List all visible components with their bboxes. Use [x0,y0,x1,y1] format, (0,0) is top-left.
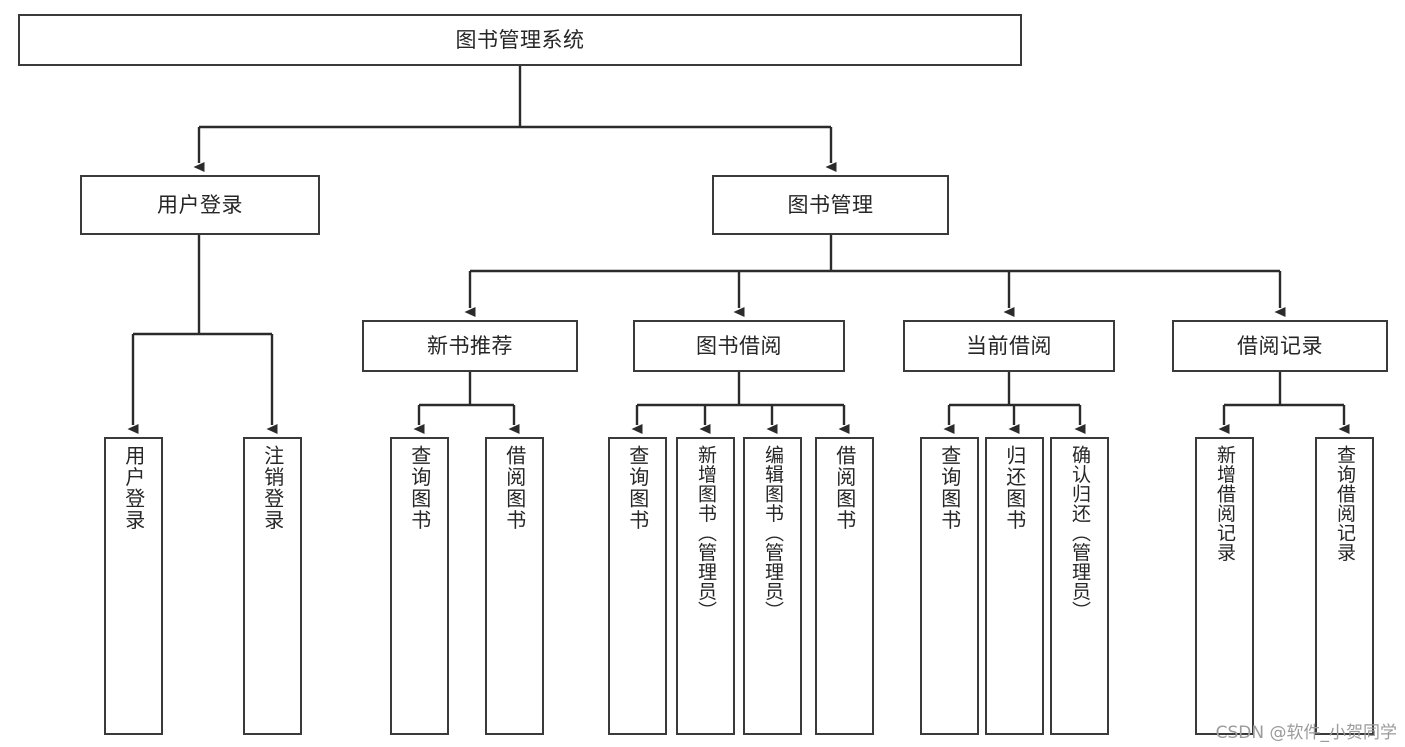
node-label: 新增借阅记录 [1214,445,1237,562]
node-label: 确认归还（管理员） [1069,445,1092,621]
node-leaf-query-book-3[interactable]: 查询图书 [920,437,979,735]
node-new-book-recommend[interactable]: 新书推荐 [362,320,578,372]
node-root-book-management-system[interactable]: 图书管理系统 [18,14,1022,66]
node-leaf-user-login[interactable]: 用户登录 [104,437,163,735]
node-label: 查询图书 [937,445,962,531]
node-user-login[interactable]: 用户登录 [80,175,320,235]
node-label: 图书管理 [787,192,874,217]
node-label: 新增图书（管理员） [695,445,718,621]
node-leaf-confirm-return[interactable]: 确认归还（管理员） [1050,437,1109,735]
node-label: 当前借阅 [966,333,1052,358]
node-label: 查询图书 [407,445,432,531]
csdn-watermark: CSDN @软件_小贺同学 [1215,723,1397,743]
node-label: 注销登录 [260,445,285,531]
node-label: 图书管理系统 [455,27,585,52]
node-label: 查询借阅记录 [1334,445,1357,562]
node-leaf-edit-book[interactable]: 编辑图书（管理员） [743,437,802,735]
node-label: 用户登录 [157,192,243,217]
node-book-borrow[interactable]: 图书借阅 [633,320,845,372]
node-label: 借阅图书 [502,445,527,531]
node-label: 编辑图书（管理员） [762,445,785,621]
node-leaf-logout[interactable]: 注销登录 [243,437,302,735]
node-borrow-record[interactable]: 借阅记录 [1172,320,1388,372]
node-leaf-query-record[interactable]: 查询借阅记录 [1315,437,1374,735]
node-leaf-query-book-1[interactable]: 查询图书 [390,437,449,735]
node-leaf-query-book-2[interactable]: 查询图书 [608,437,667,735]
node-label: 借阅记录 [1237,333,1323,358]
node-leaf-return-book[interactable]: 归还图书 [985,437,1044,735]
node-label: 查询图书 [625,445,650,531]
node-leaf-borrow-book-1[interactable]: 借阅图书 [485,437,544,735]
node-label: 归还图书 [1002,445,1027,531]
node-label: 图书借阅 [696,333,782,358]
node-label: 用户登录 [121,445,146,531]
node-leaf-add-record[interactable]: 新增借阅记录 [1195,437,1254,735]
node-current-borrow[interactable]: 当前借阅 [903,320,1115,372]
node-book-management[interactable]: 图书管理 [712,175,949,235]
node-label: 新书推荐 [427,333,513,358]
node-label: 借阅图书 [832,445,857,531]
node-leaf-add-book[interactable]: 新增图书（管理员） [676,437,735,735]
node-leaf-borrow-book-2[interactable]: 借阅图书 [815,437,874,735]
